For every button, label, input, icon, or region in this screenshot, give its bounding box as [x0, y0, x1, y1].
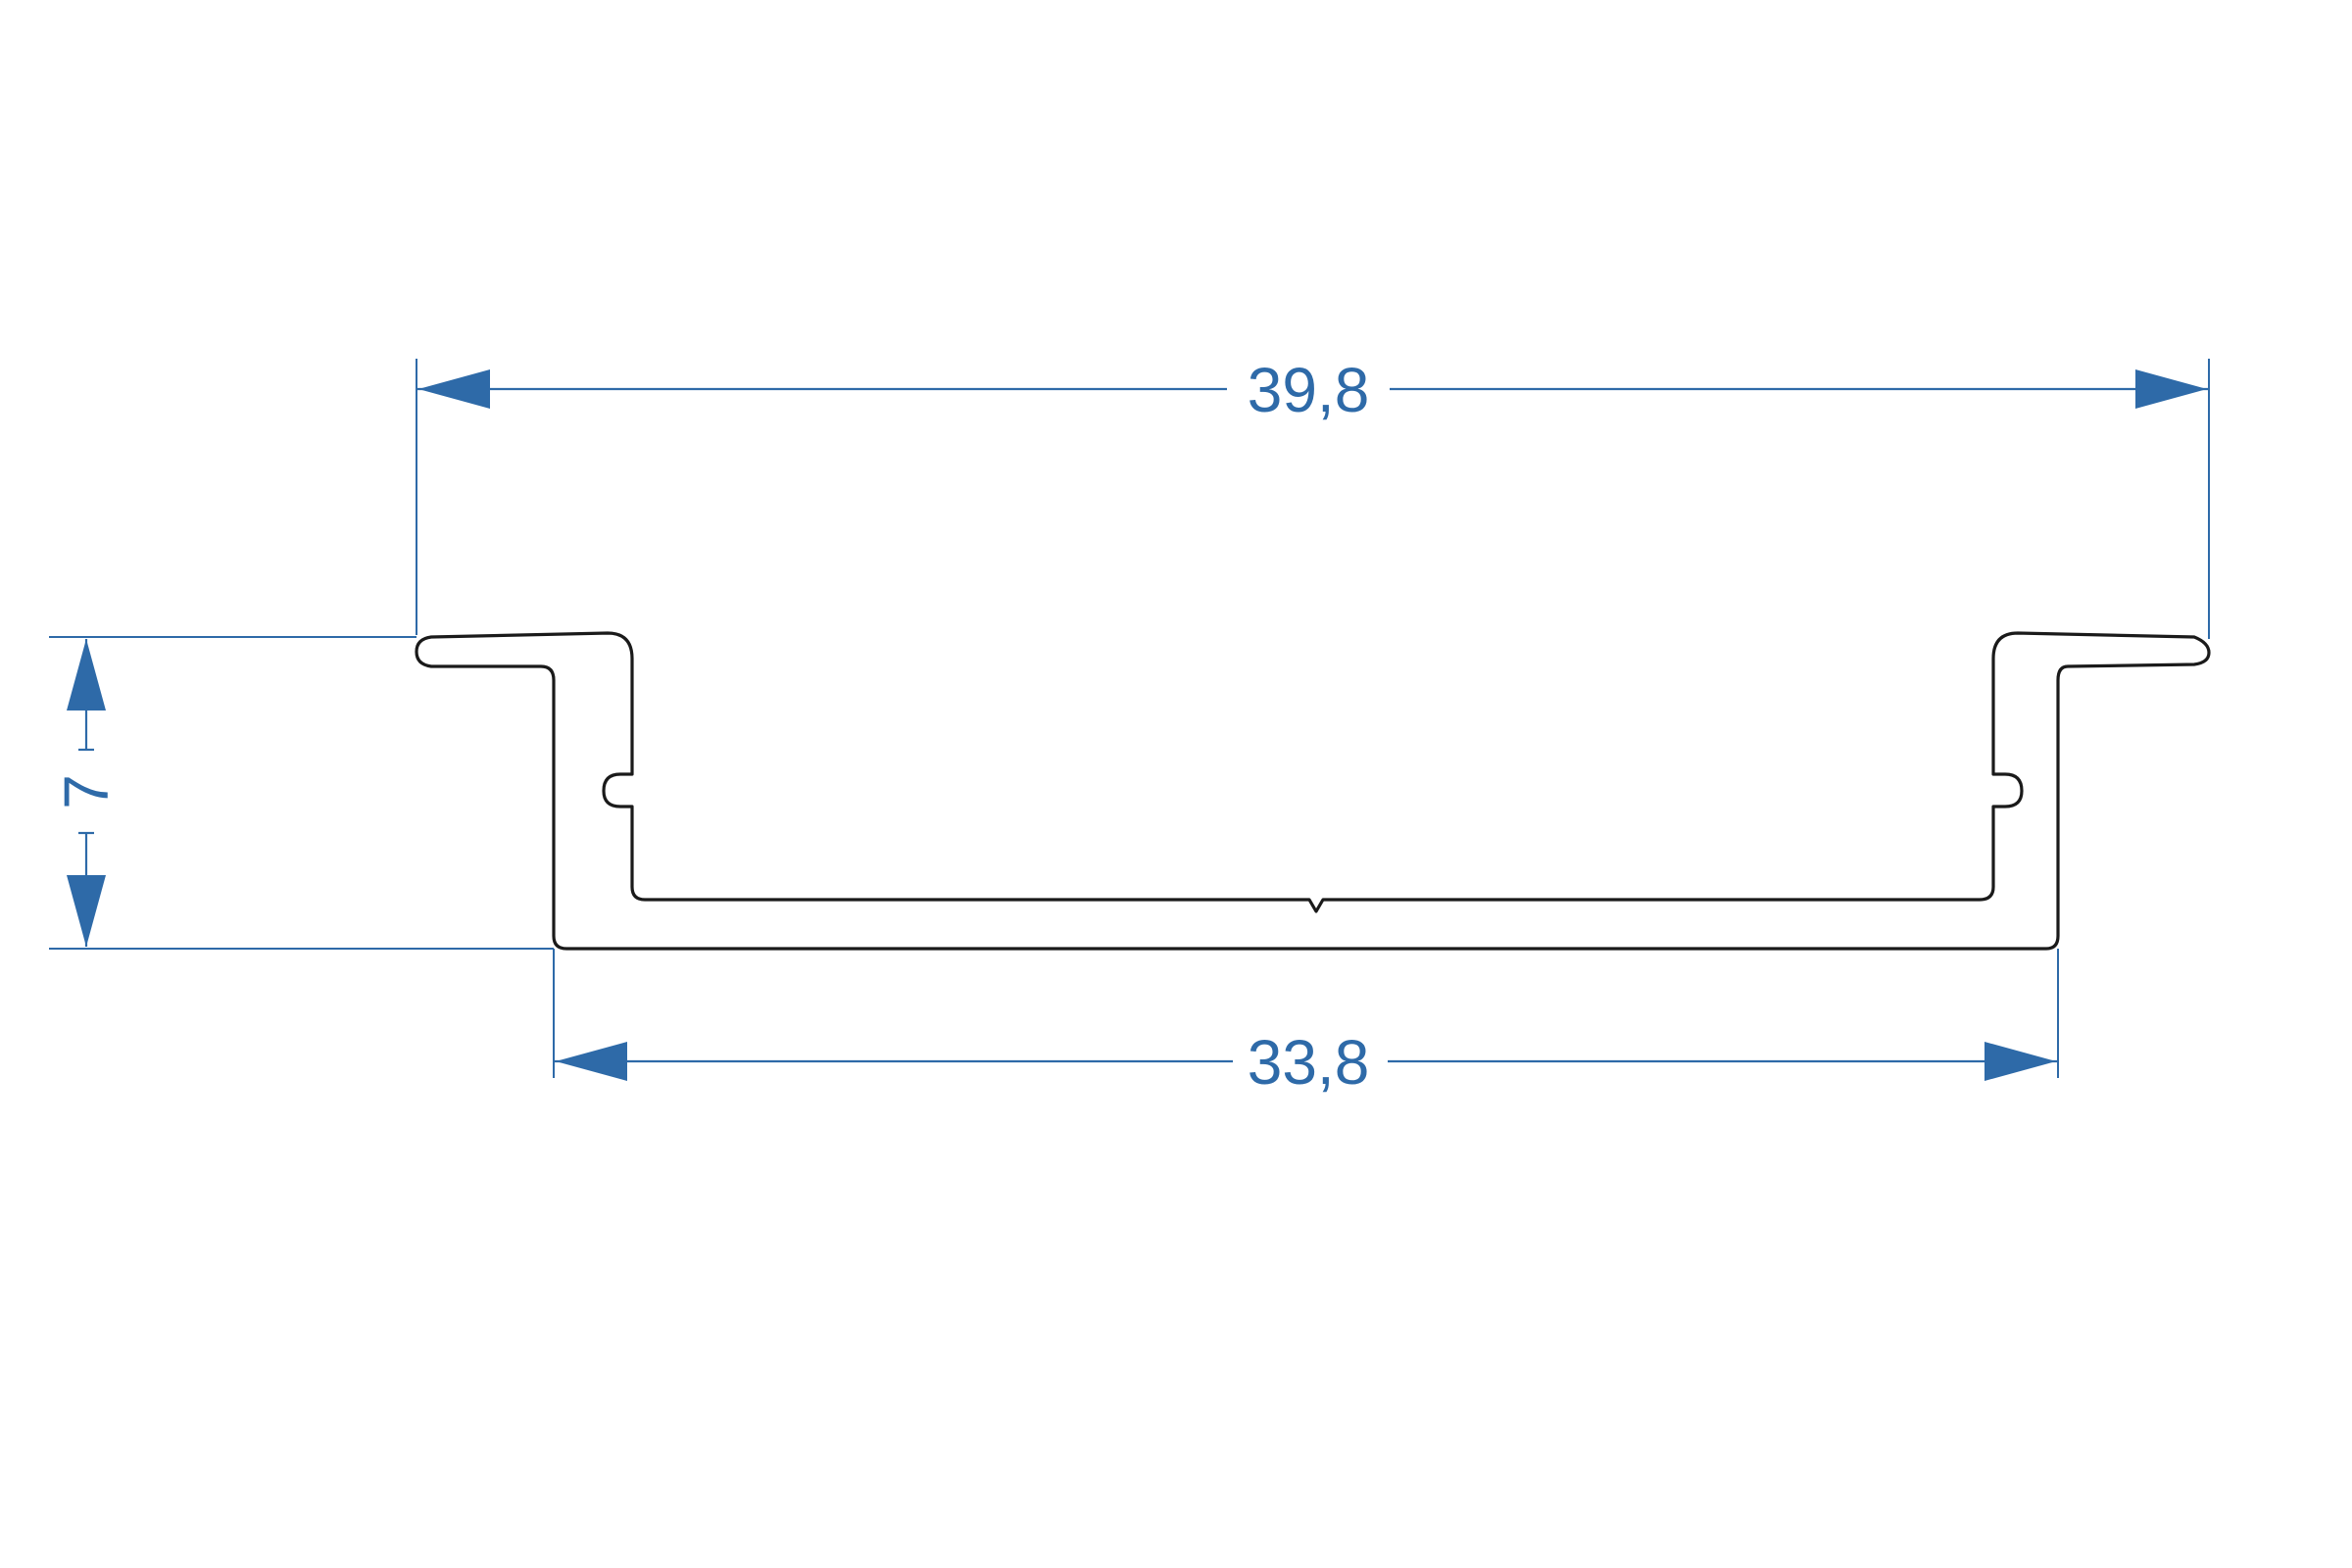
dimension-height: 7	[51, 639, 122, 947]
dimension-label-bottom-width: 33,8	[1248, 1027, 1370, 1098]
dimension-top-width: 39,8	[416, 355, 2209, 425]
dimension-bottom-width: 33,8	[554, 1027, 2058, 1098]
dimension-label-top-width: 39,8	[1248, 355, 1370, 425]
arrowhead-down	[67, 875, 106, 947]
dimension-label-height: 7	[51, 774, 122, 809]
arrowhead-left	[418, 369, 490, 409]
arrowhead-right	[2135, 369, 2207, 409]
arrowhead-up	[67, 639, 106, 710]
profile-outline	[415, 631, 2211, 951]
arrowhead-right	[1984, 1042, 2056, 1081]
arrowhead-left	[556, 1042, 627, 1081]
